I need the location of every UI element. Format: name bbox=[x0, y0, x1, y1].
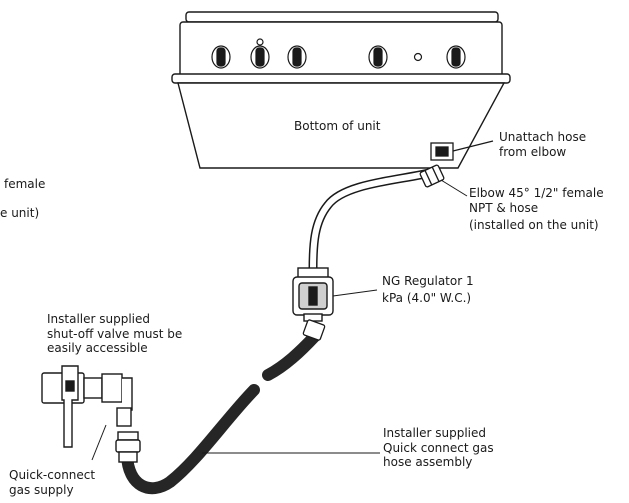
regulator-icon bbox=[292, 267, 378, 322]
hose-nut-icon bbox=[419, 164, 445, 188]
quick-connect-hose bbox=[121, 319, 326, 495]
label-line: hose assembly bbox=[383, 455, 473, 469]
label-quick-connect: Quick-connect gas supply bbox=[9, 468, 95, 497]
label-line: NPT & hose bbox=[469, 200, 539, 215]
label-line: Quick connect gas bbox=[383, 440, 494, 455]
knob-icon bbox=[211, 45, 231, 69]
appliance-unit bbox=[171, 11, 511, 169]
label-line: from elbow bbox=[499, 144, 567, 159]
control-knobs bbox=[211, 38, 466, 69]
label-line: Quick-connect bbox=[9, 468, 96, 482]
label-line: Unattach hose bbox=[499, 130, 587, 144]
unit-bottom-rim bbox=[171, 73, 511, 84]
unit-top-rim bbox=[185, 11, 499, 23]
label-line: female bbox=[4, 177, 46, 191]
label-line: NG Regulator 1 bbox=[382, 274, 474, 288]
label-regulator: NG Regulator 1 kPa (4.0" W.C.) bbox=[382, 274, 474, 305]
label-line: Installer supplied bbox=[383, 426, 487, 440]
label-line: Bottom of unit bbox=[294, 119, 381, 133]
elbow-fitting-icon bbox=[430, 140, 494, 161]
label-shutoff-valve: Installer supplied shut-off valve must b… bbox=[47, 312, 182, 356]
knob-icon bbox=[368, 45, 388, 69]
factory-hose bbox=[308, 167, 438, 275]
indicator-light-icon bbox=[413, 52, 423, 62]
unit-bottom-face bbox=[177, 82, 506, 169]
label-line: kPa (4.0" W.C.) bbox=[382, 290, 472, 305]
knob-icon bbox=[250, 38, 270, 69]
shutoff-valve-icon bbox=[41, 365, 133, 448]
label-line: e unit) bbox=[0, 205, 40, 220]
hose-fitting-icon bbox=[302, 319, 326, 341]
label-left-cut: female e unit) bbox=[0, 177, 45, 220]
knob-icon bbox=[446, 45, 466, 69]
quick-connect-coupling-icon bbox=[115, 431, 141, 463]
label-unattach-hose: Unattach hose from elbow bbox=[499, 130, 586, 159]
label-line: Installer supplied bbox=[47, 312, 151, 326]
label-line: (installed on the unit) bbox=[469, 218, 599, 232]
label-hose-assembly: Installer supplied Quick connect gas hos… bbox=[383, 426, 494, 470]
label-bottom-of-unit: Bottom of unit bbox=[294, 119, 380, 134]
knob-icon bbox=[287, 45, 307, 69]
label-line: easily accessible bbox=[47, 341, 148, 355]
label-line: gas supply bbox=[9, 482, 74, 497]
leader-lines bbox=[91, 179, 468, 461]
label-line: Elbow 45° 1/2" female bbox=[469, 186, 604, 200]
label-elbow: Elbow 45° 1/2" female NPT & hose (instal… bbox=[469, 186, 604, 233]
label-line: shut-off valve must be bbox=[47, 326, 183, 341]
